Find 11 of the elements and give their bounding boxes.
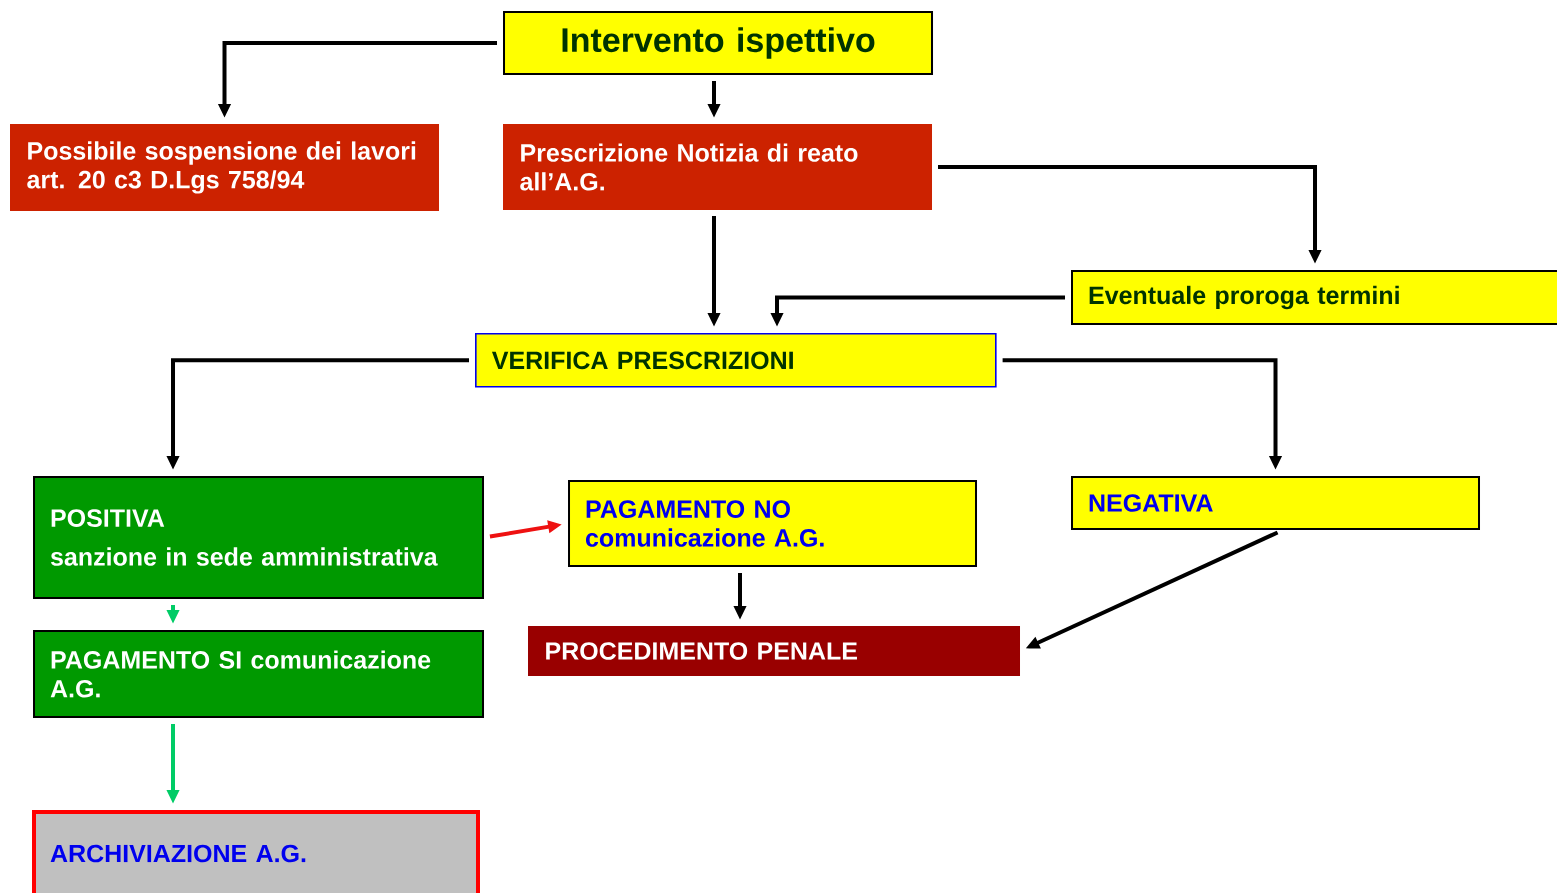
outcome-box: ARCHIVIAZIONE A.G. xyxy=(32,810,480,893)
process-box: VERIFICA PRESCRIZIONI xyxy=(475,333,997,388)
outcome-box: POSITIVA sanzione in sede amministrativa xyxy=(33,476,484,599)
outcome-box: PAGAMENTO SI comunicazione A.G. xyxy=(33,630,484,718)
outcome-box: PAGAMENTO NO comunicazione A.G. xyxy=(568,480,977,567)
process-box: Prescrizione Notizia di reato all’A.G. xyxy=(503,124,932,210)
process-box: Possibile sospensione dei lavori art. 20 c3 D.Lgs 758/94 xyxy=(10,124,439,211)
process-box: Eventuale proroga termini xyxy=(1071,270,1557,325)
outcome-box: PROCEDIMENTO PENALE xyxy=(528,626,1020,676)
outcome-box: NEGATIVA xyxy=(1071,476,1480,530)
title-box: Intervento ispettivo xyxy=(503,11,933,75)
